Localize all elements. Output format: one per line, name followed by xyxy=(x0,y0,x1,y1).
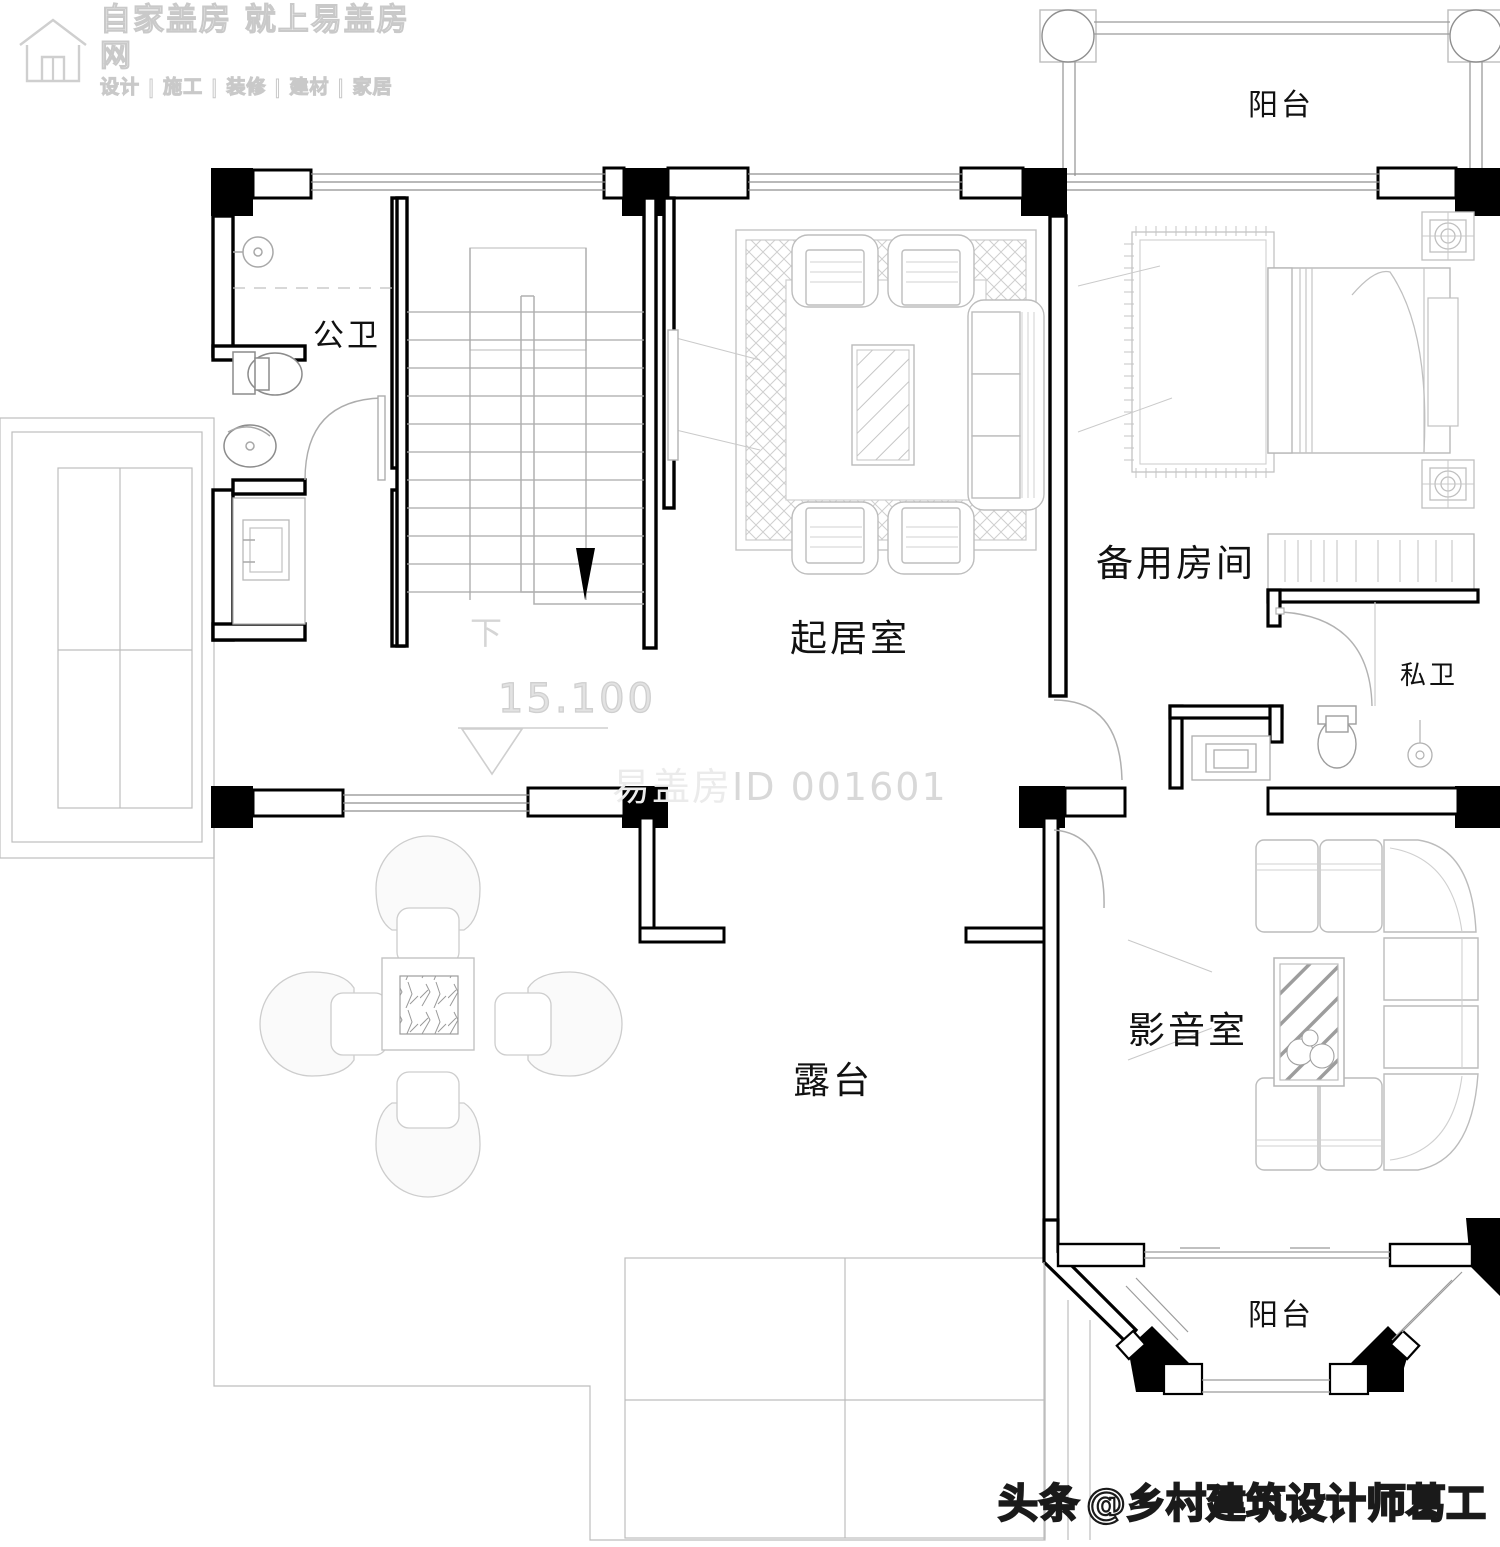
id-watermark-cn: 易盖房 xyxy=(612,765,733,809)
media-room-furniture xyxy=(1127,839,1479,1171)
elevation-triangle-icon xyxy=(458,727,608,776)
terrace-table-set xyxy=(259,835,623,1198)
top-wall-band xyxy=(211,166,1500,216)
elevation-value: 15.100 xyxy=(497,675,656,722)
room-label-living-room: 起居室 xyxy=(790,617,910,660)
mid-wall-band xyxy=(211,786,1500,1260)
private-bath xyxy=(1168,588,1480,790)
balcony-bottom-structure xyxy=(1042,1218,1500,1396)
staircase xyxy=(407,247,644,605)
room-label-terrace: 露台 xyxy=(793,1059,873,1102)
id-watermark-number: ID 001601 xyxy=(732,765,948,809)
room-label-spare-room: 备用房间 xyxy=(1096,542,1256,585)
room-label-public-bath: 公卫 xyxy=(313,318,381,354)
reference-outlines xyxy=(0,417,1046,1541)
id-watermark: 易盖房ID 001601 xyxy=(612,756,948,811)
platform-badge: 头条 xyxy=(997,1480,1080,1528)
attribution: 头条 @乡村建筑设计师葛工 xyxy=(997,1471,1487,1529)
room-label-media-room: 影音室 xyxy=(1128,1009,1248,1052)
balcony-top-structure xyxy=(1039,9,1500,176)
public-bath-fixtures xyxy=(223,236,386,625)
room-label-private-bath: 私卫 xyxy=(1400,661,1459,691)
room-label-balcony-bottom: 阳台 xyxy=(1248,1298,1314,1333)
corridor-door-swings xyxy=(1053,699,1123,909)
living-room-furniture xyxy=(667,229,1045,575)
stair-direction-label: 下 xyxy=(470,614,503,652)
spare-room-furniture xyxy=(1077,211,1475,591)
room-label-balcony-top: 阳台 xyxy=(1248,88,1314,123)
author-handle: @乡村建筑设计师葛工 xyxy=(1085,1480,1487,1528)
